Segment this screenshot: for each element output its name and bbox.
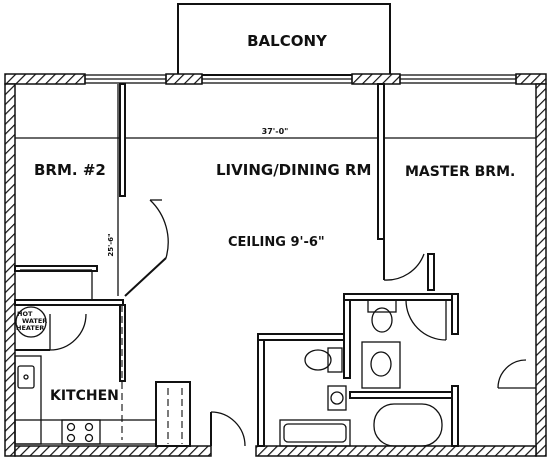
kitchen-label: KITCHEN [50,388,119,404]
exterior-walls [4,73,547,457]
balcony: BALCONY [177,3,391,76]
master-bedroom-label: MASTER BRM. [405,164,515,180]
bathroom-fixtures [279,299,443,447]
ceiling-note: CEILING 9'-6" [228,235,325,250]
balcony-label: BALCONY [247,32,328,50]
depth-dimension: 25'-6" [107,233,115,256]
dimension-lines: 37'-0" 25'-6" [15,84,536,296]
room-labels: BRM. #2 LIVING/DINING RM MASTER BRM. CEI… [16,161,515,404]
kitchen-fixtures [14,306,191,447]
water-heater-label-line1: HOT [17,310,33,318]
water-heater-label-line3: HEATER [16,324,44,332]
water-heater-label-line2: WATER [22,317,47,325]
overall-width-dimension: 37'-0" [262,127,289,136]
windows [84,74,517,84]
water-heater-label: HOT WATER HEATER [16,310,47,332]
living-dining-label: LIVING/DINING RM [216,161,371,179]
bedroom2-label: BRM. #2 [34,161,106,179]
interior-walls [14,83,536,447]
